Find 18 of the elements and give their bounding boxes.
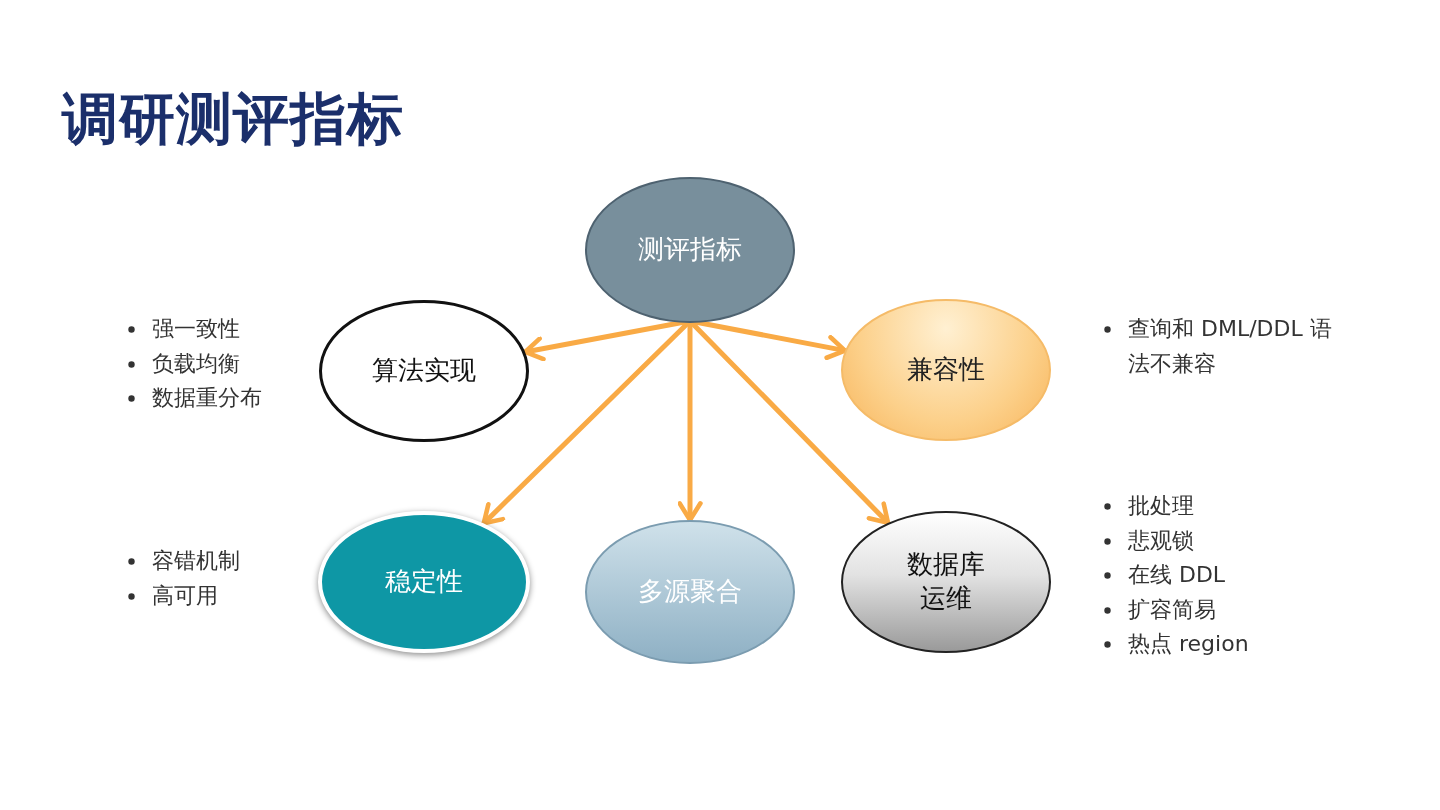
bullet-text: 容错机制 [152,548,240,573]
bullet-text: 查询和 DML/DDL 语法不兼容 [1128,316,1332,376]
bullet-text: 在线 DDL [1128,562,1226,587]
bullet-text: 热点 region [1128,631,1249,656]
node-label: 稳定性 [385,565,463,599]
node-label: 多源聚合 [638,575,742,609]
node-label: 兼容性 [907,353,985,387]
node-label: 算法实现 [372,354,476,388]
bullet-text: 批处理 [1128,493,1194,518]
bullet-text: 高可用 [152,582,218,608]
bullet-text: 强一致性 [152,316,240,341]
node-label: 测评指标 [638,233,742,267]
node-label: 数据库运维 [906,548,986,615]
bullet-text: 数据重分布 [152,385,262,410]
bullet-text: 扩容简易 [1128,596,1216,622]
bullet-text: 悲观锁 [1128,527,1194,553]
slide-title: 调研测评指标 [62,85,404,153]
bullet-text: 负载均衡 [152,350,240,376]
